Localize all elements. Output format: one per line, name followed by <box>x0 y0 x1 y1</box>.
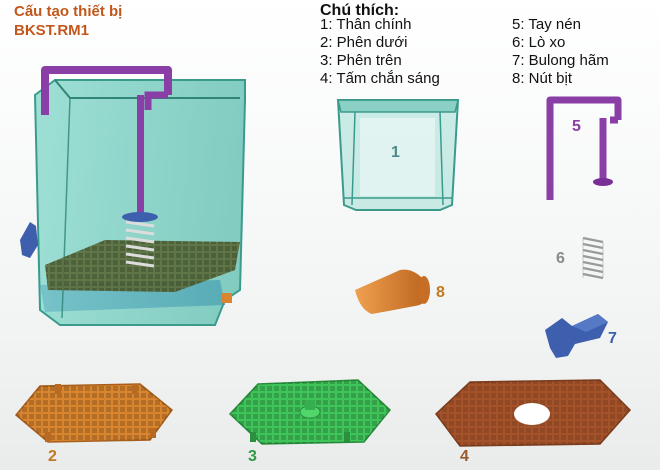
assembled-side-knob <box>20 222 38 258</box>
diagram-title: Cấu tạo thiết bị BKST.RM1 <box>14 2 122 40</box>
legend-item-3: 3: Phên trên <box>320 52 402 69</box>
part-2-label: 2 <box>48 448 57 465</box>
assembled-spring <box>125 220 155 268</box>
legend-heading: Chú thích: <box>320 2 400 19</box>
part-7-label: 7 <box>608 330 617 347</box>
part-1-label: 1 <box>391 144 400 161</box>
legend-item-7: 7: Bulong hãm <box>512 52 609 69</box>
legend-item-4: 4: Tấm chắn sáng <box>320 70 440 87</box>
part-3-label: 3 <box>248 448 257 465</box>
legend-item-6: 6: Lò xo <box>512 34 566 51</box>
part-5-press-handle <box>546 96 622 200</box>
title-line-1: Cấu tạo thiết bị <box>14 3 123 20</box>
legend-item-8: 8: Nút bịt <box>512 70 573 87</box>
part-2-bottom-grate <box>14 383 174 443</box>
part-4-light-shield <box>434 379 632 447</box>
assembled-rod <box>137 95 144 215</box>
part-5-label: 5 <box>572 118 581 135</box>
part-6-spring <box>582 236 604 280</box>
part-3-top-grate <box>228 379 392 445</box>
part-4-label: 4 <box>460 448 469 465</box>
legend-item-1: 1: Thân chính <box>320 16 412 33</box>
part-8-plug <box>355 269 430 314</box>
part-6-label: 6 <box>556 250 565 267</box>
legend-item-2: 2: Phên dưới <box>320 34 408 51</box>
legend-item-5: 5: Tay nén <box>512 16 581 33</box>
assembled-handle <box>41 66 172 115</box>
part-1-main-body <box>336 99 460 211</box>
title-line-2: BKST.RM1 <box>14 22 90 39</box>
part-8-label: 8 <box>436 284 445 301</box>
assembled-device <box>20 66 246 326</box>
part-7-lock-bolt <box>545 314 608 358</box>
